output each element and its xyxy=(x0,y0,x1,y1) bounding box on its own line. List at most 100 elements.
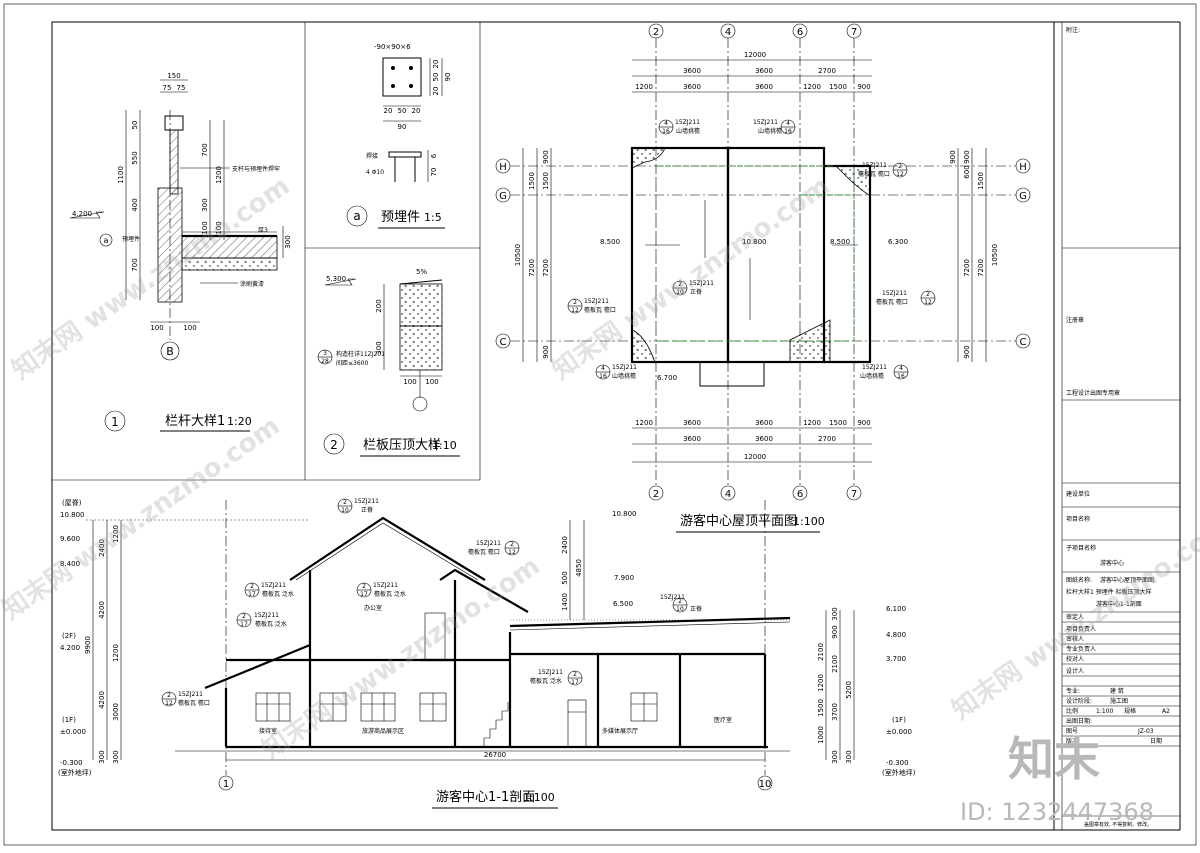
dim-left-50: 50 xyxy=(131,121,139,130)
sec-callout-4-note: 檐板瓦 泛水 xyxy=(374,590,406,598)
sec-rlvl-2: 3.700 xyxy=(886,655,906,663)
note-paint: 涂刷黄漆 xyxy=(240,280,264,288)
roof-axis-right-C: C xyxy=(1020,337,1027,348)
sec-callout-1-top: 2 xyxy=(343,499,347,506)
sec-callout-2-note: 檐板瓦 檐口 xyxy=(468,548,500,556)
roof-axis-left-H: H xyxy=(499,162,507,173)
dimA-b1: 20 xyxy=(384,107,393,115)
roof-rside-10500: 10500 xyxy=(991,244,999,266)
sec-llvl-tag-4: (1F) xyxy=(62,716,76,724)
roof-side-7200b: 7200 xyxy=(528,259,536,277)
drawing-frame xyxy=(51,21,1055,831)
roof-rside-1500: 1500 xyxy=(977,172,985,190)
outer-border xyxy=(3,3,1197,846)
sec-mlvl-2: 6.500 xyxy=(613,600,633,608)
sec-callout-2-code: 15ZJ211 xyxy=(476,540,501,547)
sec-rdim-300a: 300 xyxy=(831,607,839,620)
tb-subproject: 游客中心 xyxy=(1100,559,1124,567)
tb-checker: 校对人 xyxy=(1066,655,1084,663)
roof-callout-8-bottom: 16 xyxy=(897,373,905,380)
roof-callout-7-note: 山墙挑檐 xyxy=(612,372,636,380)
roof-side-1500a: 1500 xyxy=(542,172,550,190)
roof-callout-1-code: 15ZJ211 xyxy=(675,119,700,126)
roof-callout-5-note: 檐板瓦 檐口 xyxy=(584,306,616,314)
sec-rdim-3700: 3700 xyxy=(831,703,839,721)
column-note: 构造柱详11ZJ201 xyxy=(336,350,385,358)
sec-callout-5-note: 檐板瓦 泛水 xyxy=(255,620,287,628)
watermark-5: 知末网 www.znzmo.com xyxy=(0,411,285,626)
roof-dim-t3-1: 1200 xyxy=(635,83,653,91)
roof-level-1: 8.500 xyxy=(600,238,620,246)
roof-callout-4-top: 2 xyxy=(678,281,682,288)
roof-rside-900b: 900 xyxy=(963,345,971,358)
tb-client: 建设单位 xyxy=(1066,490,1090,498)
tb-sheet-no: JZ-03 xyxy=(1137,728,1154,735)
roof-rside-900c: 900 xyxy=(949,150,957,163)
roof-plan-title: 游客中心屋顶平面图 xyxy=(680,513,797,529)
roof-dim-t3-3: 3600 xyxy=(755,83,773,91)
tb-design-stamp: 工程设计出图专用章 xyxy=(1066,389,1120,397)
tb-sheet-no-label: 图号 xyxy=(1066,728,1078,735)
weld-note: 焊接 xyxy=(366,152,378,160)
section-total-dim: 26700 xyxy=(484,751,506,759)
roof-callout-5-top: 2 xyxy=(573,299,577,306)
tb-date-label: 出图日期: xyxy=(1066,717,1092,725)
dimA-r1: 20 xyxy=(432,60,440,69)
angle-spec: -90×90×6 xyxy=(374,43,411,51)
tb-drawing-1: 游客中心屋顶平面图 xyxy=(1100,576,1154,584)
sec-rlvl-tag-5: (室外地坪) xyxy=(882,768,916,777)
roof-axis-left-G: G xyxy=(499,191,507,202)
detail-1-circle: 1 xyxy=(111,415,119,429)
dim-right-100a: 100 xyxy=(201,221,209,234)
dim-top-75b: 75 xyxy=(177,84,186,92)
roof-callout-2-note: 山墙挑檐 xyxy=(758,127,782,135)
roof-dim-b2-3: 2700 xyxy=(818,435,836,443)
roof-side-900a: 900 xyxy=(542,150,550,163)
dim-300: 300 xyxy=(375,341,383,354)
dim-top-150: 150 xyxy=(167,72,180,80)
sec-callout-5-bottom: 17 xyxy=(240,621,248,628)
roof-axis-top-7: 7 xyxy=(851,27,857,38)
tb-discipline: 建 筑 xyxy=(1110,687,1124,695)
detail-1-axis-label: B xyxy=(166,345,174,358)
roof-axis-bottom-6: 6 xyxy=(797,489,803,500)
sec-rlvl-0: 6.100 xyxy=(886,605,906,613)
detail-1-ref: a xyxy=(104,236,109,245)
sec-callout-5-top: 2 xyxy=(242,613,246,620)
dimA-s2: 70 xyxy=(430,168,438,177)
tb-revision-date: 日期 xyxy=(1150,737,1162,745)
dimA-b2: 50 xyxy=(398,107,407,115)
detail-a-embedded: -90×90×6 20 50 20 90 20 50 20 90 焊接 4 Φ1… xyxy=(346,43,452,229)
roof-dim-t2-1: 3600 xyxy=(683,67,701,75)
note-post-weld: 支杆与预埋件焊牢 xyxy=(232,165,280,173)
dim-left-700: 700 xyxy=(131,258,139,271)
section-windows xyxy=(255,612,658,748)
roof-dim-t3-6: 900 xyxy=(857,83,870,91)
ref-top: 3 xyxy=(323,350,327,357)
tb-footer-note: 盖图章有效, 不得复制、修改。 xyxy=(1084,821,1152,828)
sec-callout-6-bottom: 12 xyxy=(165,700,173,707)
roof-callout-6-note: 檐板瓦 檐口 xyxy=(876,298,908,306)
sec-callout-7-note: 正脊 xyxy=(690,605,702,613)
roof-dim-t3-5: 1500 xyxy=(829,83,847,91)
roof-side-10500: 10500 xyxy=(514,244,522,266)
dimA-r2: 50 xyxy=(432,73,440,82)
roof-dim-b1-2: 3600 xyxy=(683,419,701,427)
watermark-1: 知末网 www.znzmo.com xyxy=(7,171,296,386)
section-scale: 1:100 xyxy=(523,791,555,804)
sec-callout-2-top: 2 xyxy=(510,541,514,548)
roof-plan: 2 4 6 7 12000 3600 3600 2700 1200 3600 3… xyxy=(495,23,1031,533)
sec-callout-1-code: 15ZJ211 xyxy=(354,498,379,505)
section-axis-10: 10 xyxy=(759,779,772,790)
tb-drawing-2: 栏杆大样1 预埋件 栏板压顶大样 xyxy=(1066,588,1152,596)
watermark-id: ID: 1232447368 xyxy=(960,798,1154,826)
sec-callout-6-top: 2 xyxy=(167,692,171,699)
sec-llvl-2: 8.400 xyxy=(60,560,80,568)
sec-llvl-4: ±0.000 xyxy=(60,728,86,736)
sec-callout-7-bottom: 10 xyxy=(676,606,684,613)
roof-dim-b1-4: 1200 xyxy=(803,419,821,427)
sec-mlvl-0: 10.800 xyxy=(612,510,637,518)
detail-1-title: 栏杆大样1 xyxy=(165,414,225,429)
sec-callout-3-code: 15ZJ211 xyxy=(261,582,286,589)
